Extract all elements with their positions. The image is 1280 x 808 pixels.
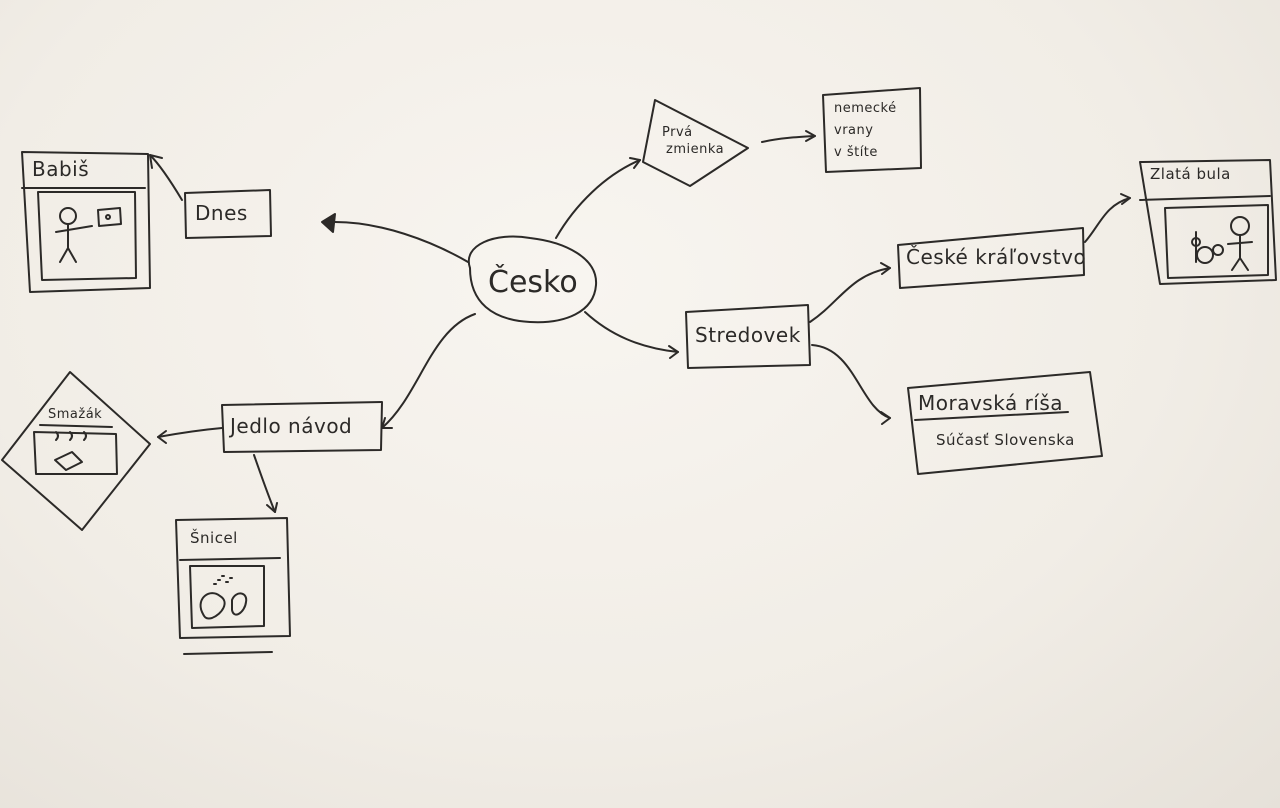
- stick-figure-presenting-icon: [55, 207, 122, 263]
- schnitzel-pan-icon: [199, 575, 248, 620]
- jedlo-box: [221, 401, 383, 453]
- kralovstvo-box: [897, 227, 1085, 289]
- babis-card-inner: [37, 191, 137, 281]
- connector-to-dnes: [334, 221, 469, 263]
- moravska-risa-label: Moravská ríša: [918, 391, 1064, 415]
- vrany-box: [822, 87, 922, 173]
- moravska-divider: [914, 411, 1069, 421]
- connector-kralovstvo-bula: [1084, 197, 1131, 243]
- kralovstvo-label: České kráľovstvo: [906, 245, 1087, 269]
- smazak-diamond: [1, 371, 151, 531]
- prva-zmienka-diamond: [642, 99, 749, 187]
- connector-to-prva: [555, 159, 641, 239]
- bula-card-inner: [1164, 204, 1269, 279]
- babis-label: Babiš: [32, 157, 90, 181]
- arrowhead-bula: [1120, 193, 1131, 205]
- connector-prva-vrany: [761, 135, 816, 143]
- central-node-outline: [467, 235, 598, 324]
- arrowhead-stredovek: [668, 345, 679, 359]
- jedlo-label: Jedlo návod: [230, 414, 353, 438]
- zlata-bula-label: Zlatá bula: [1150, 165, 1231, 183]
- snicel-card-inner: [189, 565, 265, 629]
- connector-to-stredovek: [584, 311, 679, 353]
- arrowhead-vrany: [805, 130, 816, 142]
- snicel-bottom-line: [183, 651, 273, 655]
- stredovek-label: Stredovek: [695, 323, 801, 347]
- arrowhead-prva: [629, 157, 641, 169]
- connector-to-kralovstvo: [809, 267, 891, 323]
- vrany-line1: nemecké: [834, 101, 897, 116]
- arrowhead-smazak: [157, 430, 167, 444]
- bula-card-outer: [1139, 159, 1277, 285]
- connector-jedlo-snicel: [253, 454, 276, 513]
- smazak-inner: [33, 431, 118, 475]
- connector-jedlo-smazak: [157, 427, 223, 438]
- arrowhead-kralovstvo: [880, 262, 891, 275]
- stredovek-box: [685, 304, 811, 369]
- dnes-label: Dnes: [195, 201, 248, 225]
- snicel-card-outer: [175, 517, 291, 639]
- vrany-line3: v štíte: [834, 145, 878, 160]
- moravska-sublabel: Súčasť Slovenska: [936, 431, 1075, 449]
- prva-zmienka-line2: zmienka: [666, 142, 725, 157]
- central-node-label: Česko: [488, 265, 578, 300]
- arrowhead-babis: [149, 154, 163, 169]
- connector-dnes-babis: [149, 154, 183, 201]
- arrowhead-dnes: [321, 213, 336, 233]
- smazak-label: Smažák: [48, 407, 103, 422]
- arrowhead-moravska: [880, 411, 891, 425]
- snicel-card-divider: [179, 557, 281, 561]
- dnes-box: [184, 189, 272, 239]
- fried-cheese-pan-icon: [54, 431, 87, 471]
- babis-card-outer: [21, 151, 151, 293]
- connector-to-jedlo: [381, 313, 476, 429]
- arrowhead-snicel: [266, 502, 278, 513]
- smazak-divider: [39, 424, 113, 428]
- moravska-box: [907, 371, 1103, 475]
- vrany-line2: vrany: [834, 123, 874, 138]
- snicel-label: Šnicel: [190, 529, 238, 547]
- connector-to-moravska: [811, 344, 891, 419]
- king-with-sceptre-icon: [1191, 216, 1253, 271]
- arrowhead-jedlo: [381, 417, 393, 429]
- bula-card-divider: [1139, 195, 1271, 201]
- prva-zmienka-line1: Prvá: [662, 125, 693, 140]
